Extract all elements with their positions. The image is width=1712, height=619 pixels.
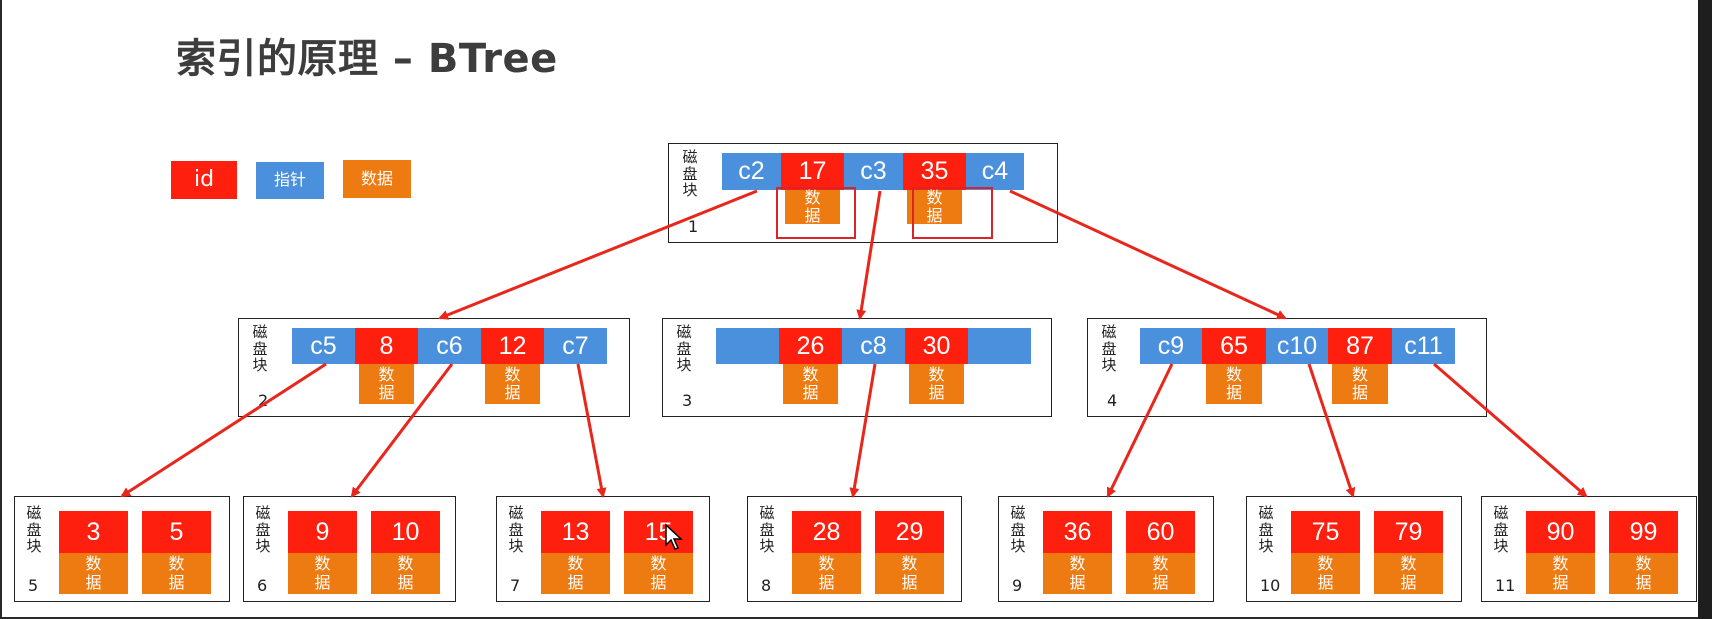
key-cell: 9 — [288, 511, 357, 553]
disk-block-label: 磁盘块 — [252, 323, 268, 374]
data-cell: 数据 — [907, 188, 962, 225]
key-cell: 26 — [779, 328, 842, 364]
data-cell: 数据 — [1043, 553, 1112, 594]
pointer-cell: c7 — [544, 328, 607, 364]
key-cell: 36 — [1043, 511, 1112, 553]
data-cell: 数据 — [783, 364, 838, 404]
key-cell: 79 — [1374, 511, 1443, 553]
key-cell: 15 — [624, 511, 693, 553]
pointer-cell: c2 — [722, 153, 781, 190]
pointer-cell: c5 — [292, 328, 355, 364]
pointer-arrow — [1307, 363, 1356, 498]
data-cell: 数据 — [485, 364, 540, 404]
disk-block-number: 4 — [1107, 391, 1118, 410]
disk-block-label: 磁盘块 — [26, 504, 42, 555]
key-cell: 99 — [1609, 511, 1678, 553]
data-cell: 数据 — [371, 553, 440, 594]
key-cell: 29 — [875, 511, 944, 553]
data-cell: 数据 — [59, 553, 128, 594]
disk-block-number: 10 — [1260, 576, 1281, 595]
key-cell: 60 — [1126, 511, 1195, 553]
data-cell: 数据 — [909, 364, 964, 404]
key-cell: 65 — [1202, 328, 1266, 364]
data-cell: 数据 — [1206, 364, 1262, 404]
disk-block-number: 1 — [688, 217, 699, 236]
legend-data: 数据 — [343, 160, 411, 198]
data-cell: 数据 — [1609, 553, 1678, 594]
highlight-box — [912, 187, 993, 239]
disk-block-label: 磁盘块 — [682, 148, 698, 199]
pointer-arrow — [856, 190, 882, 320]
key-cell: 10 — [371, 511, 440, 553]
key-cell: 17 — [781, 153, 844, 190]
data-cell: 数据 — [1526, 553, 1595, 594]
pointer-cell: c4 — [966, 153, 1024, 190]
pointer-cell: c8 — [842, 328, 905, 364]
disk-block-label: 磁盘块 — [1493, 504, 1509, 555]
key-cell: 3 — [59, 511, 128, 553]
pointer-cell: c11 — [1392, 328, 1455, 364]
key-cell: 12 — [481, 328, 544, 364]
data-cell: 数据 — [792, 553, 861, 594]
slide-title: 索引的原理 – BTree — [176, 36, 558, 82]
disk-block-number: 8 — [761, 576, 772, 595]
disk-block-label: 磁盘块 — [1010, 504, 1026, 555]
disk-block-number: 6 — [257, 576, 268, 595]
key-cell: 28 — [792, 511, 861, 553]
pointer-cell: c10 — [1266, 328, 1328, 364]
key-cell: 90 — [1526, 511, 1595, 553]
data-cell: 数据 — [142, 553, 211, 594]
disk-block-label: 磁盘块 — [508, 504, 524, 555]
disk-block-number: 5 — [28, 576, 39, 595]
data-cell: 数据 — [541, 553, 610, 594]
data-cell: 数据 — [1126, 553, 1195, 594]
disk-block-number: 9 — [1012, 576, 1023, 595]
disk-block-label: 磁盘块 — [1101, 323, 1117, 374]
disk-block-label: 磁盘块 — [759, 504, 775, 555]
pointer-arrow — [120, 362, 327, 498]
disk-block-number: 7 — [510, 576, 521, 595]
highlight-box — [776, 187, 856, 239]
pointer-cell — [968, 328, 1031, 364]
data-cell: 数据 — [1332, 364, 1388, 404]
pointer-arrow — [1106, 363, 1174, 498]
pointer-arrow — [849, 363, 877, 498]
pointer-arrow — [1433, 362, 1588, 498]
disk-block-label: 磁盘块 — [1258, 504, 1274, 555]
pointer-arrow — [1009, 189, 1287, 320]
legend-pointer: 指针 — [256, 162, 324, 199]
pointer-cell: c3 — [844, 153, 903, 190]
pointer-cell — [716, 328, 779, 364]
key-cell: 35 — [903, 153, 966, 190]
pointer-cell: c6 — [418, 328, 481, 364]
data-cell: 数据 — [288, 553, 357, 594]
disk-block-number: 3 — [682, 391, 693, 410]
disk-block-number: 2 — [258, 391, 269, 410]
key-cell: 8 — [355, 328, 418, 364]
key-cell: 30 — [905, 328, 968, 364]
pointer-arrow — [576, 363, 607, 498]
key-cell: 13 — [541, 511, 610, 553]
pointer-arrow — [438, 189, 758, 320]
window-edge — [1698, 0, 1712, 619]
data-cell: 数据 — [785, 188, 840, 225]
data-cell: 数据 — [1291, 553, 1360, 594]
disk-block-number: 11 — [1495, 576, 1516, 595]
data-cell: 数据 — [624, 553, 693, 594]
key-cell: 87 — [1328, 328, 1392, 364]
pointer-arrow — [350, 363, 454, 498]
data-cell: 数据 — [1374, 553, 1443, 594]
disk-block-label: 磁盘块 — [255, 504, 271, 555]
mouse-cursor-icon — [665, 523, 683, 550]
key-cell: 5 — [142, 511, 211, 553]
data-cell: 数据 — [359, 364, 414, 404]
pointer-cell: c9 — [1140, 328, 1202, 364]
key-cell: 75 — [1291, 511, 1360, 553]
disk-block-label: 磁盘块 — [676, 323, 692, 374]
data-cell: 数据 — [875, 553, 944, 594]
legend-id: id — [171, 161, 237, 199]
